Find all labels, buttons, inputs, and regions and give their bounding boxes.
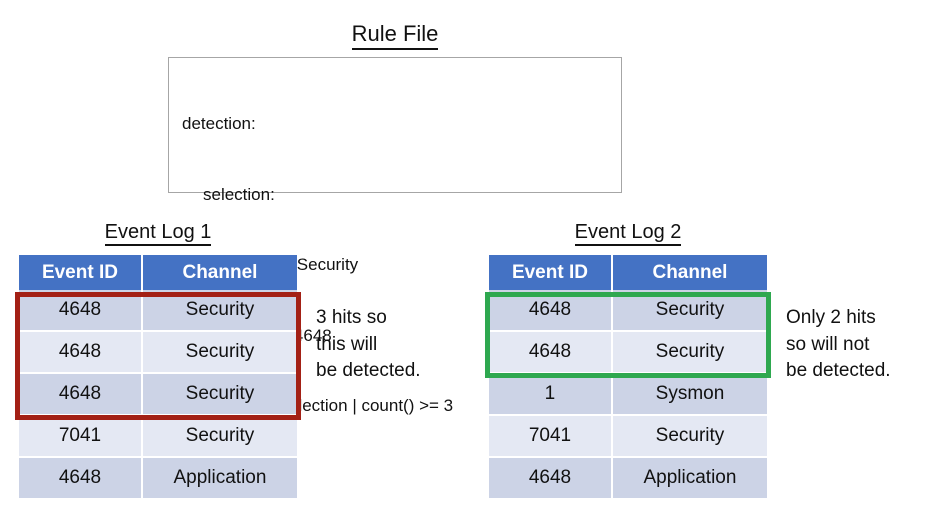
table-row: 4648 Security xyxy=(19,332,297,374)
cell-event-id: 4648 xyxy=(19,290,143,332)
cell-channel: Security xyxy=(142,332,297,374)
table-row: 4648 Security xyxy=(19,374,297,416)
cell-event-id: 4648 xyxy=(19,374,143,416)
cell-channel: Security xyxy=(612,332,767,374)
cell-event-id: 4648 xyxy=(19,458,143,498)
annotation-log-1: 3 hits so this will be detected. xyxy=(316,307,421,381)
cell-channel: Security xyxy=(612,416,767,458)
table-row: 7041 Security xyxy=(19,416,297,458)
cell-event-id: 4648 xyxy=(489,290,613,332)
table-row: 4648 Security xyxy=(489,332,767,374)
column-header-event-id: Event ID xyxy=(19,255,143,290)
table-row: 1 Sysmon xyxy=(489,374,767,416)
event-log-2-title-text: Event Log 2 xyxy=(574,221,682,246)
table-header-row: Event ID Channel xyxy=(19,255,297,290)
cell-event-id: 1 xyxy=(489,374,613,416)
column-header-event-id: Event ID xyxy=(489,255,613,290)
table-row: 4648 Security xyxy=(489,290,767,332)
rule-line-selection: selection: xyxy=(203,184,275,204)
cell-event-id: 7041 xyxy=(489,416,613,458)
rule-file-title-text: Rule File xyxy=(351,21,439,50)
table-row: 4648 Application xyxy=(489,458,767,498)
rule-file-title: Rule File xyxy=(0,20,790,50)
cell-channel: Security xyxy=(142,416,297,458)
rule-file-box: detection: selection: Channel: Security … xyxy=(168,57,622,415)
event-log-1-title: Event Log 1 xyxy=(19,219,297,246)
cell-channel: Security xyxy=(142,374,297,416)
table-row: 4648 Application xyxy=(19,458,297,498)
annotation-log-2: Only 2 hits so will not be detected. xyxy=(786,307,891,381)
event-log-1-table: Event ID Channel 4648 Security 4648 Secu… xyxy=(19,255,297,498)
cell-channel: Application xyxy=(612,458,767,498)
table-row: 7041 Security xyxy=(489,416,767,458)
rule-line-detection: detection: xyxy=(182,114,256,133)
table-row: 4648 Security xyxy=(19,290,297,332)
table-header-row: Event ID Channel xyxy=(489,255,767,290)
event-log-2-title: Event Log 2 xyxy=(489,219,767,246)
cell-event-id: 4648 xyxy=(19,332,143,374)
cell-event-id: 4648 xyxy=(489,458,613,498)
cell-event-id: 7041 xyxy=(19,416,143,458)
event-log-2-table: Event ID Channel 4648 Security 4648 Secu… xyxy=(489,255,767,498)
event-log-1-title-text: Event Log 1 xyxy=(104,221,212,246)
column-header-channel: Channel xyxy=(612,255,767,290)
cell-channel: Sysmon xyxy=(612,374,767,416)
cell-event-id: 4648 xyxy=(489,332,613,374)
cell-channel: Security xyxy=(612,290,767,332)
cell-channel: Security xyxy=(142,290,297,332)
column-header-channel: Channel xyxy=(142,255,297,290)
cell-channel: Application xyxy=(142,458,297,498)
